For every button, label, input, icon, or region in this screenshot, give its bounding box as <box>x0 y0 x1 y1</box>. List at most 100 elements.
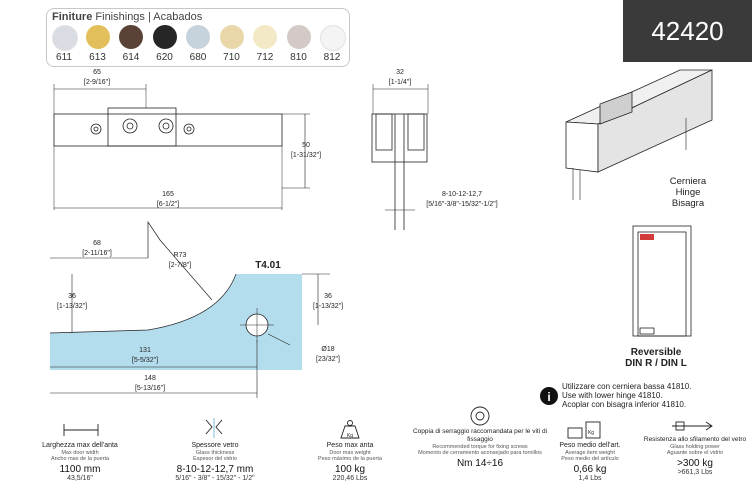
dim-65-in: [2-9/16"] <box>84 79 110 86</box>
spec-label: Peso medio dell'art. <box>559 442 621 449</box>
finish-code: 620 <box>156 52 173 63</box>
finish-code: 611 <box>56 52 72 63</box>
spec-item-weight: Peso medio dell'art. Average item weight… <box>540 442 640 483</box>
side-body <box>371 113 428 163</box>
spec-label-es: Peso máximo de la puerta <box>318 456 382 462</box>
dim-36-right-in: [1-13/32"] <box>313 303 343 310</box>
spec-value: 8-10-12-12,7 mm <box>176 464 254 475</box>
dim-50-in: [1-31/32"] <box>291 152 321 159</box>
svg-text:Kg: Kg <box>588 430 594 436</box>
dim-65: 65 <box>93 69 101 76</box>
finish-swatch-710 <box>219 25 244 49</box>
spec-label-es: Momento de cerramiento aconsejado para t… <box>418 450 542 456</box>
finishes-title: Finiture Finishings | Acabados <box>52 11 202 23</box>
finish-swatch-613 <box>85 25 110 49</box>
finish-swatch-812 <box>320 25 346 51</box>
spec-glass-holding: Resistenza allo sfilamento del vetro Gla… <box>640 436 750 477</box>
spec-label: Coppia di serraggio raccomandata per le … <box>412 428 548 443</box>
spec-glass-thickness: Spessore vetro Glass thickness Espesor d… <box>160 442 270 483</box>
glass-holding-icon <box>672 421 713 431</box>
screw-icon <box>122 118 138 134</box>
spec-door-weight: Peso max anta Door max weight Peso máxim… <box>300 442 400 483</box>
cutout-code: T4.01 <box>255 260 281 271</box>
front-plate <box>107 107 177 147</box>
screw-icon <box>90 123 102 135</box>
spec-value: 1100 mm <box>59 464 101 475</box>
hinge-label-es: Bisagra <box>672 198 705 209</box>
screw-center-icon <box>93 126 99 132</box>
finish-code: 712 <box>256 52 274 63</box>
finish-code: 614 <box>122 52 140 63</box>
dim-50: 50 <box>302 142 310 149</box>
finish-swatch-614 <box>119 25 143 49</box>
torque-icon <box>470 406 490 426</box>
screw-center-icon <box>186 126 192 132</box>
front-body <box>53 113 283 147</box>
din-label: DIN R / DIN L <box>625 358 687 369</box>
finish-swatch-620 <box>152 25 177 49</box>
dim-r73-in: [2-7/8"] <box>169 262 191 269</box>
finish-swatch-680 <box>186 25 210 49</box>
side-clamp-right <box>407 113 425 151</box>
hinge-label-en: Hinge <box>676 187 701 198</box>
finish-code: 613 <box>89 52 106 63</box>
spec-value: 0,66 kg <box>573 464 607 475</box>
spec-value: >300 kg <box>677 458 713 469</box>
screw-icon <box>183 123 195 135</box>
dim-36-left-in: [1-13/32"] <box>57 303 87 310</box>
weight-icon <box>340 420 360 439</box>
spec-label: Spessore vetro <box>191 442 239 449</box>
dim-148: 148 <box>144 375 156 382</box>
dim-hole: Ø18 <box>321 346 334 353</box>
spec-label-es: Espesor del vidrio <box>193 456 237 462</box>
dim-glass-in: [5/16"-3/8"-15/32"-1/2"] <box>426 201 497 208</box>
spec-label: Larghezza max dell'anta <box>42 442 118 449</box>
spec-label-en: Door max weight <box>329 450 371 456</box>
spec-torque: Coppia di serraggio raccomandata per le … <box>405 428 555 469</box>
spec-value2: 43,5/16" <box>67 475 93 482</box>
spec-label-es: Ancho max de la puerta <box>50 456 110 462</box>
finishes-title-bold: Finiture <box>52 11 93 23</box>
notice-line3: Acoplar con bisagra inferior 41810. <box>562 400 686 409</box>
dim-hole-in: [23/32"] <box>316 356 340 363</box>
finish-code: 812 <box>323 52 341 63</box>
door-diagram <box>632 225 692 337</box>
spec-label: Resistenza allo sfilamento del vetro <box>643 436 747 443</box>
dim-36-right: 36 <box>324 293 332 300</box>
item-weight-icon <box>567 421 601 439</box>
dim-131-in: [5-5/32"] <box>132 357 158 364</box>
spec-label: Peso max anta <box>326 442 374 449</box>
finish-code: 680 <box>189 52 207 63</box>
spec-label-en: Average item weight <box>565 450 615 456</box>
spec-label-es: Aguante sobre el vidrio <box>666 450 724 456</box>
spec-label-en: Glass holding power <box>670 444 720 450</box>
spec-label-en: Glass thickness <box>195 450 235 456</box>
spec-label-en: Max door width <box>61 450 99 456</box>
finish-swatch-712 <box>253 25 277 49</box>
spec-door-width: Larghezza max dell'anta Max door width A… <box>30 442 130 483</box>
screw-center-icon <box>126 122 134 130</box>
finishes-title-rest: Finishings | Acabados <box>95 11 203 23</box>
screw-center-icon <box>162 122 170 130</box>
spec-value2: 5/16" - 3/8" - 15/32" - 1/2" <box>175 475 255 482</box>
svg-text:Kg: Kg <box>347 433 353 439</box>
dim-68: 68 <box>93 240 101 247</box>
hinge-perspective <box>565 69 713 200</box>
info-icon <box>540 387 558 405</box>
upper-hinge-marker <box>640 234 654 240</box>
finish-swatch-611 <box>52 25 78 51</box>
dim-glass: 8-10-12-12,7 <box>442 191 482 198</box>
side-clamp-left <box>375 113 393 151</box>
spec-value: 100 kg <box>334 464 366 475</box>
dim-165-in: [6-1/2"] <box>157 201 179 208</box>
dim-r73: R73 <box>174 252 187 259</box>
spec-label-es: Peso medio del artículo <box>561 456 619 462</box>
finish-swatch-810 <box>286 25 311 49</box>
dim-32-in: [1-1/4"] <box>389 79 411 86</box>
door-width-icon <box>63 424 99 436</box>
front-view <box>53 84 310 210</box>
dim-68-in: [2-11/16"] <box>82 250 112 257</box>
notice-line2: Use with lower hinge 41810. <box>562 391 663 400</box>
hinge-label-it: Cerniera <box>670 176 707 187</box>
